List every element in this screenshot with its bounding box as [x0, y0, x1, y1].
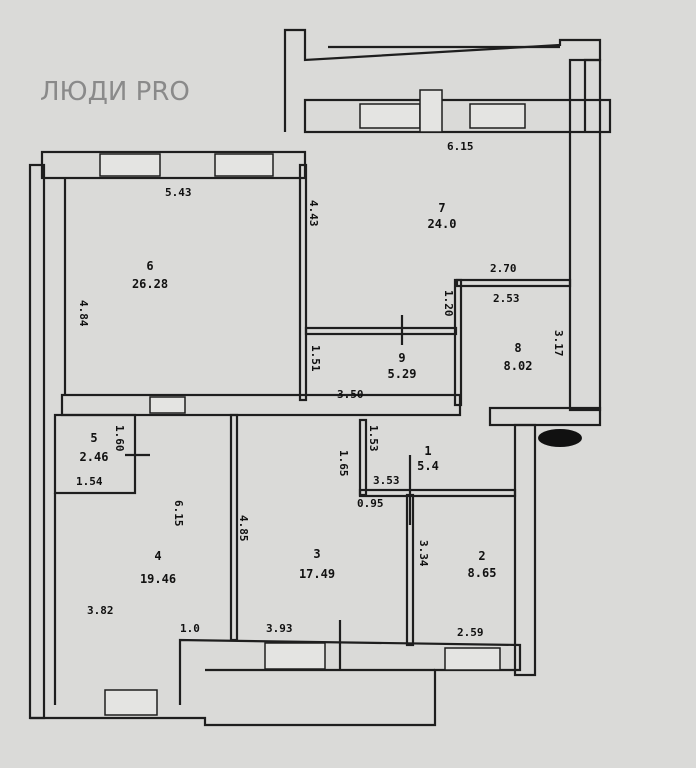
dim-label: 1.51	[309, 345, 322, 372]
dim-label: 1.54	[76, 475, 103, 488]
room-2-number: 2	[478, 549, 485, 563]
dim-label: 2.53	[493, 292, 520, 305]
room-7-area: 24.0	[428, 217, 457, 231]
dim-label: 5.43	[165, 186, 192, 199]
dimension-labels: 6.15 5.43 4.84 4.43 2.70 2.53 1.20 3.17 …	[76, 140, 565, 639]
dim-label: 1.0	[180, 622, 200, 635]
room-8-number: 8	[514, 341, 521, 355]
dim-label: 3.93	[266, 622, 293, 635]
dim-label: 0.95	[357, 497, 384, 510]
room-labels: 1 5.4 2 8.65 3 17.49 4 19.46 5 2.46 6 26…	[80, 201, 533, 586]
dim-label: 1.65	[337, 450, 350, 477]
dim-label: 1.53	[367, 425, 380, 452]
dim-label: 4.43	[307, 200, 320, 227]
dim-label: 1.60	[113, 425, 126, 452]
dim-label: 6.15	[447, 140, 474, 153]
room-1-area: 5.4	[417, 459, 439, 473]
watermark: ЛЮДИ PRO	[40, 77, 190, 107]
room-3-area: 17.49	[299, 567, 335, 581]
dim-label: 4.85	[237, 515, 250, 542]
room-9-area: 5.29	[388, 367, 417, 381]
room-6-area: 26.28	[132, 277, 168, 291]
dim-label: 3.34	[417, 540, 430, 567]
room-4-area: 19.46	[140, 572, 176, 586]
dim-label: 3.17	[552, 330, 565, 357]
room-7-number: 7	[438, 201, 445, 215]
dim-label: 6.15	[172, 500, 185, 527]
dim-label: 3.82	[87, 604, 114, 617]
room-3-number: 3	[313, 547, 320, 561]
dim-label: 2.59	[457, 626, 484, 639]
dim-label: 1.20	[442, 290, 455, 317]
room-5-number: 5	[90, 431, 97, 445]
walls	[28, 28, 612, 727]
dim-label: 3.50	[337, 388, 364, 401]
room-9-number: 9	[398, 351, 405, 365]
room-4-number: 4	[154, 549, 161, 563]
room-2-area: 8.65	[468, 566, 497, 580]
room-8-area: 8.02	[504, 359, 533, 373]
dim-label: 2.70	[490, 262, 517, 275]
room-5-area: 2.46	[80, 450, 109, 464]
dim-label: 4.84	[77, 300, 90, 327]
room-6-number: 6	[146, 259, 153, 273]
room-1-number: 1	[424, 444, 431, 458]
dim-label: 3.53	[373, 474, 400, 487]
